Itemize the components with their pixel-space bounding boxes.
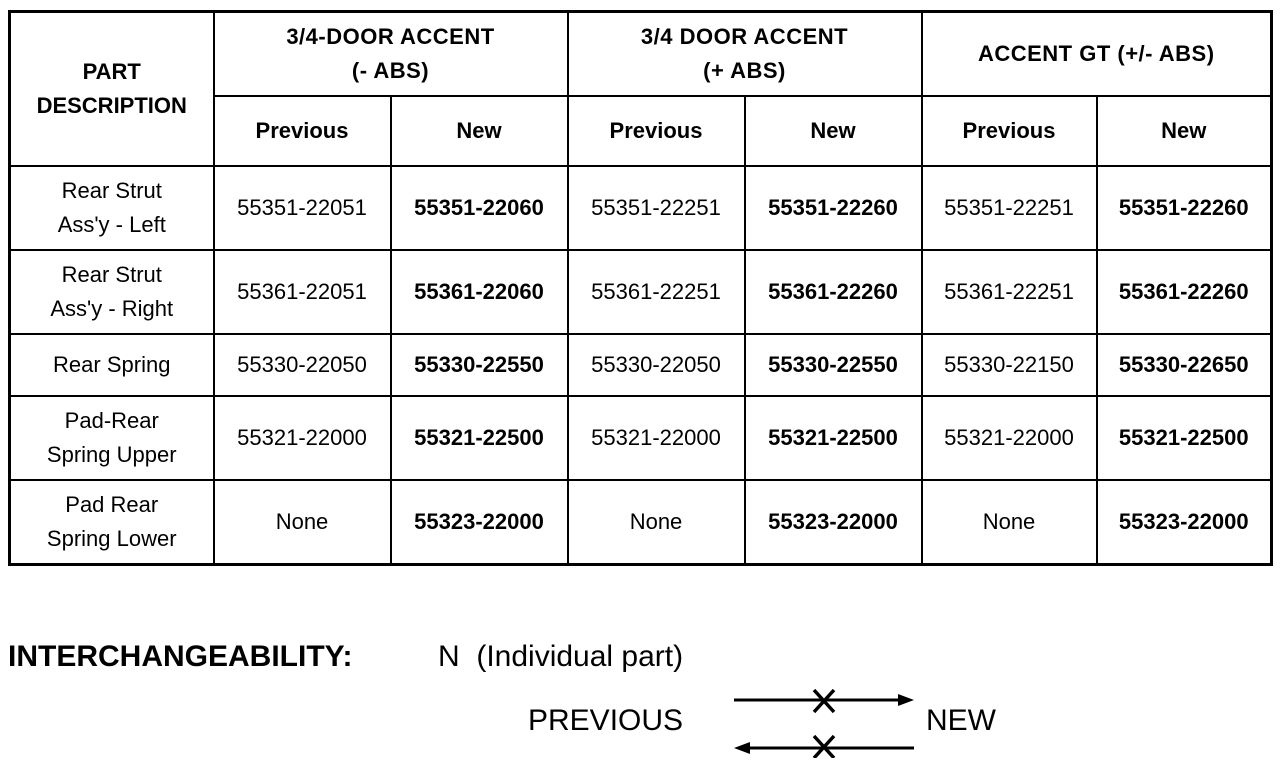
- part-number-new: 55361-22260: [1095, 248, 1273, 336]
- part-number-new: 55351-22260: [743, 164, 923, 251]
- group-header-2-line1: 3/4 DOOR ACCENT: [640, 23, 849, 49]
- part-number-new: 55323-22000: [389, 479, 569, 566]
- part-number-new: 55323-22000: [743, 479, 923, 566]
- part-description-line: Ass'y - Right: [50, 295, 174, 321]
- part-number-new: 55321-22500: [743, 395, 923, 482]
- part-number-previous: 55330-22050: [212, 333, 392, 398]
- header-sub-row: Previous New Previous New Previous New: [10, 94, 1273, 167]
- part-description-line: Spring Upper: [46, 442, 177, 468]
- part-number-new: 55351-22060: [389, 164, 569, 251]
- table-row: Rear Spring 55330-22050 55330-22550 5533…: [8, 333, 1273, 398]
- part-number-previous: 55351-22051: [212, 164, 392, 251]
- part-number-previous: 55321-22000: [920, 395, 1098, 482]
- part-number-previous: None: [212, 479, 392, 566]
- sub-header-new: New: [1095, 94, 1273, 167]
- part-description-cell: Rear Strut Ass'y - Right: [8, 248, 215, 336]
- non-interchangeable-arrows-icon: [734, 688, 914, 758]
- sub-header-previous: Previous: [212, 94, 392, 167]
- part-description-header: PART DESCRIPTION: [8, 10, 215, 167]
- part-number-previous: None: [566, 479, 746, 566]
- part-description-header-text: PART DESCRIPTION: [36, 58, 187, 118]
- part-description-line: Ass'y - Left: [57, 211, 166, 237]
- sub-header-previous: Previous: [920, 94, 1098, 167]
- new-label: NEW: [926, 704, 996, 737]
- interchangeability-value: N (Individual part): [438, 640, 684, 673]
- sub-header-previous: Previous: [566, 94, 746, 167]
- group-header-1-line1: 3/4-DOOR ACCENT: [286, 23, 495, 49]
- part-number-previous: 55351-22251: [920, 164, 1098, 251]
- group-header-1: 3/4-DOOR ACCENT (- ABS): [212, 10, 569, 97]
- table-row: Rear Strut Ass'y - Right 55361-22051 553…: [8, 248, 1273, 336]
- forward-arrow-crossed-icon: [734, 688, 914, 714]
- part-description-line: Rear Strut: [61, 261, 162, 287]
- part-description-line: Spring Lower: [46, 526, 177, 552]
- group-header-3: ACCENT GT (+/- ABS): [920, 10, 1273, 97]
- part-description-line: Pad-Rear: [64, 408, 159, 434]
- part-number-previous: None: [920, 479, 1098, 566]
- part-number-new: 55321-22500: [1095, 395, 1273, 482]
- interchangeability-section: INTERCHANGEABILITY: N (Individual part) …: [8, 640, 1270, 760]
- part-number-previous: 55321-22000: [566, 395, 746, 482]
- part-description-line: Rear Strut: [61, 177, 162, 203]
- part-description-cell: Pad-Rear Spring Upper: [8, 395, 215, 482]
- group-header-2-line2: (+ ABS): [703, 57, 786, 83]
- part-description-cell: Rear Spring: [8, 333, 215, 398]
- sub-header-new: New: [743, 94, 923, 167]
- group-header-3-line1: ACCENT GT (+/- ABS): [977, 40, 1215, 66]
- interchangeability-label: INTERCHANGEABILITY:: [8, 640, 353, 673]
- part-number-new: 55323-22000: [1095, 479, 1273, 566]
- part-description-line: Pad Rear: [65, 492, 159, 518]
- sub-header-new: New: [389, 94, 569, 167]
- part-number-new: 55330-22550: [743, 333, 923, 398]
- table-row: Rear Strut Ass'y - Left 55351-22051 5535…: [8, 164, 1273, 251]
- part-number-previous: 55351-22251: [566, 164, 746, 251]
- part-number-new: 55351-22260: [1095, 164, 1273, 251]
- table-row: Pad Rear Spring Lower None 55323-22000 N…: [8, 479, 1273, 566]
- previous-label: PREVIOUS: [528, 704, 684, 737]
- part-number-new: 55321-22500: [389, 395, 569, 482]
- part-number-previous: 55330-22050: [566, 333, 746, 398]
- part-number-new: 55330-22550: [389, 333, 569, 398]
- part-number-new: 55361-22260: [743, 248, 923, 336]
- part-number-previous: 55361-22251: [920, 248, 1098, 336]
- part-number-previous: 55321-22000: [212, 395, 392, 482]
- group-header-2: 3/4 DOOR ACCENT (+ ABS): [566, 10, 923, 97]
- part-number-new: 55361-22060: [389, 248, 569, 336]
- parts-table: PART DESCRIPTION 3/4-DOOR ACCENT (- ABS)…: [8, 10, 1273, 566]
- part-description-line: Rear Spring: [53, 352, 171, 378]
- part-number-previous: 55330-22150: [920, 333, 1098, 398]
- group-header-1-line2: (- ABS): [351, 57, 430, 83]
- header-group-row: PART DESCRIPTION 3/4-DOOR ACCENT (- ABS)…: [8, 10, 1273, 167]
- part-number-new: 55330-22650: [1095, 333, 1273, 398]
- part-description-cell: Rear Strut Ass'y - Left: [8, 164, 215, 251]
- backward-arrow-crossed-icon: [734, 734, 914, 758]
- part-number-previous: 55361-22051: [212, 248, 392, 336]
- part-number-previous: 55361-22251: [566, 248, 746, 336]
- table-row: Pad-Rear Spring Upper 55321-22000 55321-…: [8, 395, 1273, 482]
- part-description-cell: Pad Rear Spring Lower: [8, 479, 215, 566]
